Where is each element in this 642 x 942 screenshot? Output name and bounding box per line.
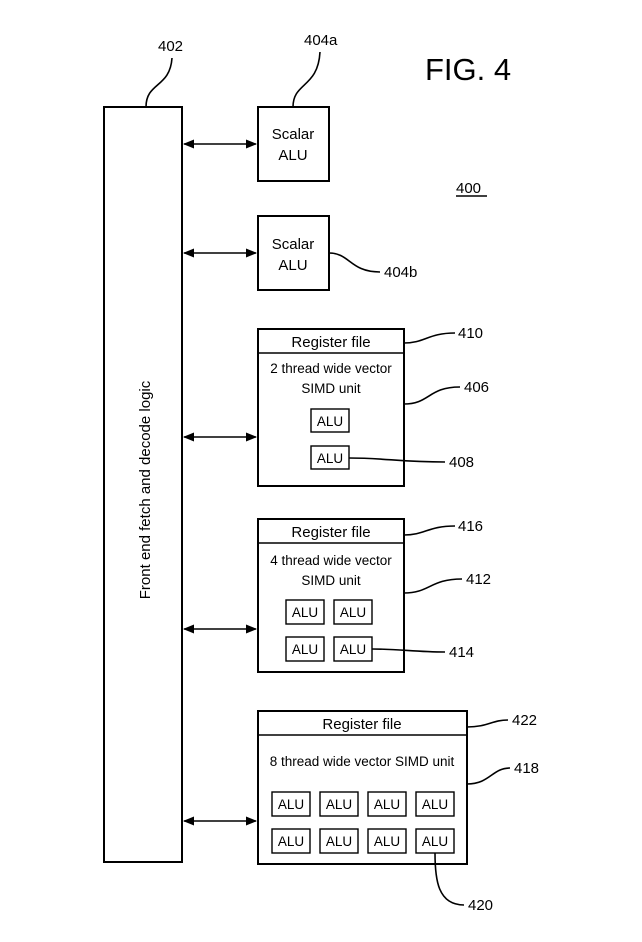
simd-8-alu-5: ALU: [271, 828, 311, 854]
simd-2-alu-leader: [348, 457, 446, 463]
simd-2-register-ref: 410: [458, 325, 483, 342]
simd-2-register-leader: [403, 332, 456, 344]
front-end-ref: 402: [158, 38, 183, 55]
svg-text:ALU: ALU: [317, 414, 343, 429]
scalar-alu-b-leader: [328, 252, 381, 273]
scalar-alu-b-ref: 404b: [384, 264, 417, 281]
simd-4-unit-leader: [403, 578, 463, 594]
simd-4-alu-4: ALU: [333, 636, 373, 662]
front-end-leader: [145, 57, 173, 108]
simd-8-alu-leader: [434, 852, 465, 906]
svg-text:ALU: ALU: [326, 834, 352, 849]
simd-4-title-line1: 4 thread wide vector: [270, 553, 392, 568]
scalar-alu-b-line2: ALU: [278, 257, 307, 274]
svg-text:ALU: ALU: [278, 797, 304, 812]
simd-8-alu-4: ALU: [415, 791, 455, 817]
simd-4-unit-box: [257, 518, 405, 673]
svg-text:ALU: ALU: [374, 834, 400, 849]
simd-8-alu-3: ALU: [367, 791, 407, 817]
simd-4-alu-3: ALU: [285, 636, 325, 662]
simd-8-alu-8: ALU: [415, 828, 455, 854]
scalar-alu-a-box: [257, 106, 330, 182]
simd-8-alu-7: ALU: [367, 828, 407, 854]
scalar-alu-b-box: [257, 215, 330, 291]
scalar-alu-a-line1: Scalar: [272, 126, 315, 143]
simd-4-unit-ref: 412: [466, 571, 491, 588]
simd-8-unit-leader: [466, 767, 511, 785]
simd-2-unit-leader: [403, 386, 461, 405]
simd-8-register-leader: [466, 719, 509, 728]
svg-text:ALU: ALU: [292, 605, 318, 620]
simd-8-alu-ref: 420: [468, 897, 493, 914]
simd-2-alu-ref: 408: [449, 454, 474, 471]
simd-8-alu-2: ALU: [319, 791, 359, 817]
simd-4-alu-2: ALU: [333, 599, 373, 625]
scalar-alu-a-line2: ALU: [278, 147, 307, 164]
scalar-alu-a-leader: [292, 51, 321, 108]
svg-text:ALU: ALU: [422, 834, 448, 849]
scalar-alu-b-line1: Scalar: [272, 236, 315, 253]
svg-text:ALU: ALU: [340, 605, 366, 620]
simd-2-alu-1: ALU: [310, 408, 350, 433]
simd-4-alu-1: ALU: [285, 599, 325, 625]
simd-8-title: 8 thread wide vector SIMD unit: [270, 754, 455, 769]
simd-4-alu-leader: [371, 648, 446, 653]
simd-4-register-ref: 416: [458, 518, 483, 535]
simd-8-register-file: Register file: [322, 716, 401, 733]
scalar-alu-a-ref: 404a: [304, 32, 338, 49]
simd-2-title-line1: 2 thread wide vector: [270, 361, 392, 376]
simd-4-alu-ref: 414: [449, 644, 474, 661]
simd-8-alu-6: ALU: [319, 828, 359, 854]
simd-2-title-line2: SIMD unit: [301, 381, 361, 396]
simd-2-unit-ref: 406: [464, 379, 489, 396]
simd-4-title-line2: SIMD unit: [301, 573, 361, 588]
svg-text:ALU: ALU: [422, 797, 448, 812]
simd-8-unit-ref: 418: [514, 760, 539, 777]
simd-8-register-ref: 422: [512, 712, 537, 729]
simd-4-register-leader: [403, 525, 456, 536]
simd-4-register-file: Register file: [291, 524, 370, 541]
figure-ref-label: 400: [456, 180, 481, 197]
front-end-label: Front end fetch and decode logic: [137, 380, 154, 599]
front-end-block: [103, 106, 183, 863]
svg-text:ALU: ALU: [278, 834, 304, 849]
svg-text:ALU: ALU: [317, 451, 343, 466]
svg-text:ALU: ALU: [374, 797, 400, 812]
svg-text:ALU: ALU: [340, 642, 366, 657]
figure-title: FIG. 4: [425, 52, 511, 87]
svg-text:ALU: ALU: [292, 642, 318, 657]
simd-8-alu-1: ALU: [271, 791, 311, 817]
simd-2-register-file: Register file: [291, 334, 370, 351]
svg-text:ALU: ALU: [326, 797, 352, 812]
simd-2-alu-2: ALU: [310, 445, 350, 470]
